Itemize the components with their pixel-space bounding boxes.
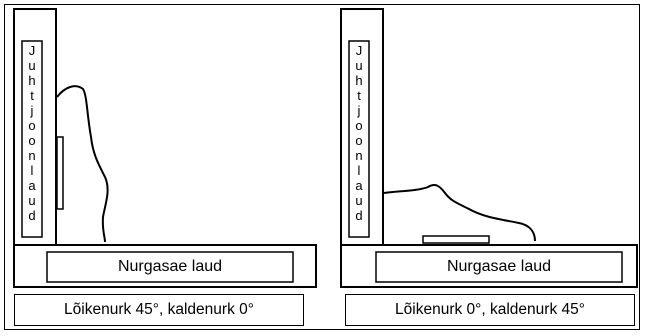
- guide-char: o: [28, 133, 36, 148]
- guide-char: J: [355, 43, 363, 58]
- fence-inner: [21, 40, 43, 238]
- workpiece-edge: [56, 136, 64, 210]
- guide-char: a: [355, 178, 363, 193]
- guide-char: h: [355, 73, 363, 88]
- guide-char: t: [357, 88, 361, 103]
- caption-right: Lõikenurk 0°, kaldenurk 45°: [345, 294, 635, 326]
- molding-profile-right: [383, 184, 536, 242]
- diagram-frame: J u h t j o o n l a u d Nurgasae laud Lõ…: [4, 4, 640, 330]
- guide-char: n: [28, 148, 36, 163]
- guide-char: J: [28, 43, 36, 58]
- guide-char: a: [28, 178, 36, 193]
- guide-char: l: [30, 163, 34, 178]
- guide-char: h: [28, 73, 36, 88]
- miter-table-label-left: Nurgasae laud: [117, 258, 223, 275]
- guide-label-right: J u h t j o o n l a u d: [350, 43, 368, 223]
- panel-left-drawing: [13, 8, 317, 288]
- guide-char: n: [355, 148, 363, 163]
- guide-char: j: [357, 103, 361, 118]
- guide-char: j: [30, 103, 34, 118]
- guide-char: t: [30, 88, 34, 103]
- guide-char: l: [357, 163, 361, 178]
- panel-right: J u h t j o o n l a u d Nurgasae laud Lõ…: [323, 5, 641, 331]
- guide-char: o: [355, 118, 363, 133]
- panel-left: J u h t j o o n l a u d Nurgasae laud Lõ…: [5, 5, 323, 331]
- guide-char: d: [28, 208, 36, 223]
- miter-table-label-right: Nurgasae laud: [446, 258, 552, 275]
- guide-char: u: [355, 58, 363, 73]
- miter-table: [340, 244, 638, 288]
- molding-profile-left: [56, 85, 109, 243]
- guide-char: u: [28, 58, 36, 73]
- caption-left: Lõikenurk 45°, kaldenurk 0°: [14, 294, 304, 326]
- guide-char: o: [355, 133, 363, 148]
- miter-table-label-box: [375, 251, 623, 283]
- panel-right-drawing: [340, 8, 638, 288]
- workpiece-edge: [422, 235, 490, 244]
- guide-char: u: [28, 193, 36, 208]
- fence-inner: [348, 40, 370, 238]
- guide-label-left: J u h t j o o n l a u d: [23, 43, 41, 223]
- guide-char: o: [28, 118, 36, 133]
- guide-char: u: [355, 193, 363, 208]
- miter-table-label-box: [46, 251, 294, 283]
- miter-table: [13, 244, 317, 288]
- guide-char: d: [355, 208, 363, 223]
